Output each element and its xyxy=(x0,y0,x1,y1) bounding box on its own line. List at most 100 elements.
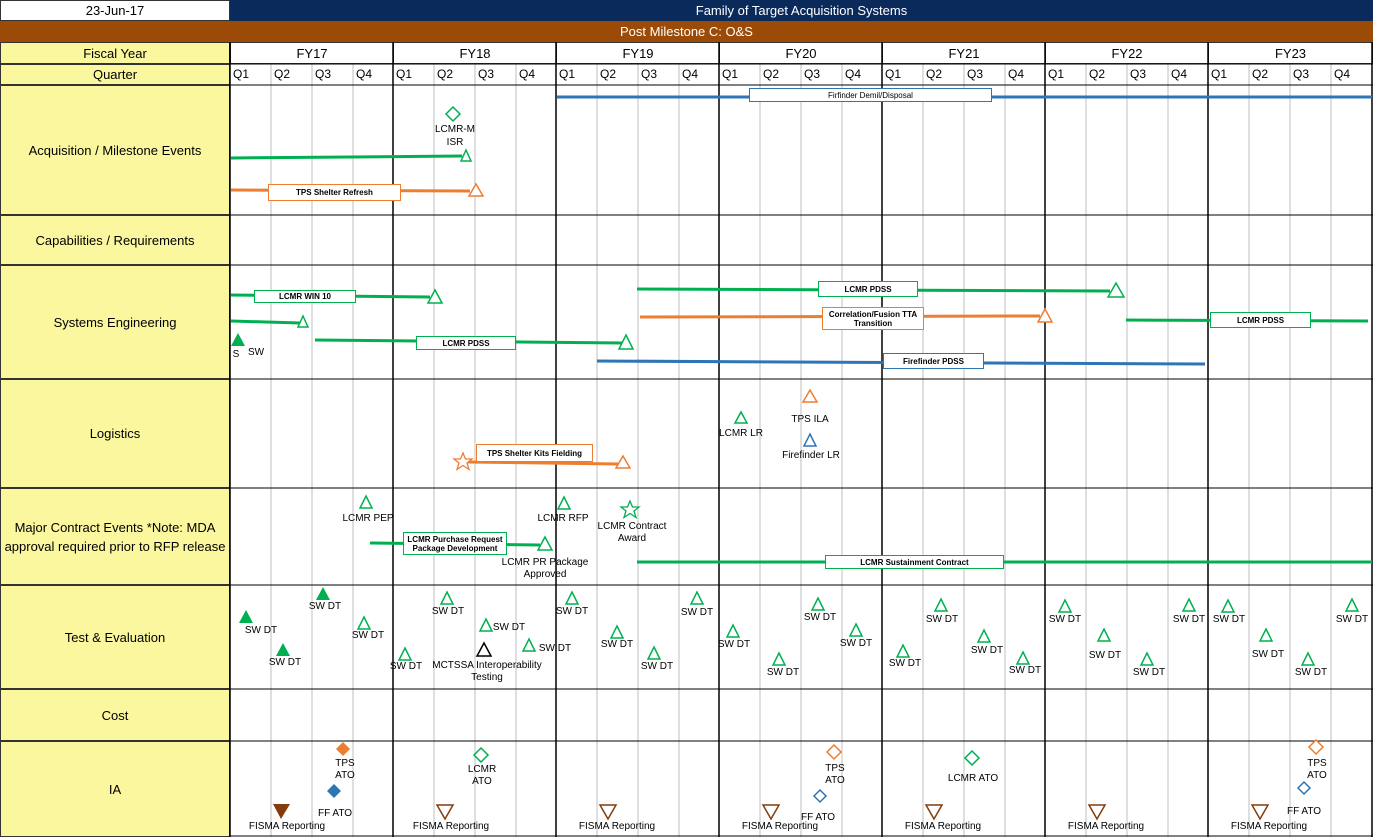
fisma-filled-triangle xyxy=(273,804,290,819)
tps-ato-label: TPS ATO xyxy=(825,763,845,786)
quarter-cell: Q2 xyxy=(600,67,617,81)
sw-dt-label: SW DT xyxy=(803,612,837,623)
sw-dt-triangle xyxy=(397,646,413,661)
lcmr-contract-award-label: LCMR Contract Award xyxy=(597,521,667,544)
quarter-cell: Q2 xyxy=(926,67,943,81)
isr-triangle xyxy=(459,148,473,162)
lcmr-pdss-label: LCMR PDSS xyxy=(416,336,516,350)
quarter-cell: Q3 xyxy=(1130,67,1147,81)
fy-header-fy20: FY20 xyxy=(719,42,882,64)
fisma-triangle xyxy=(435,804,455,821)
quarter-cell: Q1 xyxy=(1211,67,1228,81)
quarter-cell: Q1 xyxy=(1048,67,1065,81)
sw-label: SW xyxy=(247,347,265,358)
sw-dt-label: SW DT xyxy=(1294,667,1328,678)
sw-dt-label: SW DT xyxy=(1251,649,1285,660)
firefinder-lr-triangle xyxy=(802,432,818,447)
sw-dt-triangle xyxy=(609,624,625,639)
lcmr-ato-label: LCMR ATO xyxy=(947,773,999,784)
page-subtitle: Post Milestone C: O&S xyxy=(0,21,1373,42)
sw-dt-triangle xyxy=(564,590,580,605)
fisma-reporting-label: FISMA Reporting xyxy=(248,821,326,832)
ff-ato-diamond xyxy=(327,784,341,798)
firefinder-pdss-label: Firefinder PDSS xyxy=(883,353,984,369)
fisma-reporting-label: FISMA Reporting xyxy=(578,821,656,832)
lcmr-ato-diamond xyxy=(472,746,490,764)
quarter-cell: Q1 xyxy=(722,67,739,81)
sw-dt-triangle xyxy=(976,628,992,643)
sw-dt-triangle xyxy=(689,590,705,605)
row-label-capabilities: Capabilities / Requirements xyxy=(0,215,230,265)
quarter-cell: Q4 xyxy=(1334,67,1351,81)
sw-dt-label: SW DT xyxy=(717,639,751,650)
sw-dt-label: SW DT xyxy=(492,622,526,633)
fisma-reporting-label: FISMA Reporting xyxy=(904,821,982,832)
quarter-cell: Q1 xyxy=(885,67,902,81)
row-label-systems-engineering: Systems Engineering xyxy=(0,265,230,379)
quarter-cell: Q4 xyxy=(1008,67,1025,81)
quarter-cell: Q2 xyxy=(437,67,454,81)
sw-dt-label: SW DT xyxy=(1008,665,1042,676)
sw-dt-triangle xyxy=(810,596,826,611)
tps-ila-label: TPS ILA xyxy=(791,414,829,425)
lcmr-pdss-triangle-a xyxy=(617,333,635,350)
correlation-fusion-tta-label: Correlation/Fusion TTA Transition xyxy=(822,307,924,330)
sw-dt-label: SW DT xyxy=(766,667,800,678)
sw-bar xyxy=(230,319,301,325)
sw-dt-label: SW DT xyxy=(640,661,674,672)
lcmr-pdss-label: LCMR PDSS xyxy=(1210,312,1311,328)
lcmr-pr-approved-label: LCMR PR Package Approved xyxy=(501,557,589,580)
sw-triangle xyxy=(296,314,310,328)
fisma-triangle xyxy=(598,804,618,821)
lcmr-ato-label: LCMR ATO xyxy=(467,764,497,787)
lcmr-lr-triangle xyxy=(733,410,749,424)
fisma-reporting-label: FISMA Reporting xyxy=(412,821,490,832)
sw-dt-triangle xyxy=(439,590,455,605)
tps-refresh-triangle xyxy=(467,182,485,197)
quarter-cell: Q3 xyxy=(1293,67,1310,81)
isr-label: ISR xyxy=(446,137,464,148)
sw-dt-label: SW DT xyxy=(351,630,385,641)
lcmr-win10-triangle xyxy=(426,288,444,304)
sw-dt-label: SW DT xyxy=(555,606,589,617)
ff-ato-label: FF ATO xyxy=(317,808,353,819)
sw-dt-filled-triangle xyxy=(316,587,330,600)
lcmr-win10-label: LCMR WIN 10 xyxy=(254,290,356,303)
sw-dt-label: SW DT xyxy=(1132,667,1166,678)
sw-dt-triangle xyxy=(771,651,787,666)
quarter-header: Quarter xyxy=(0,64,230,85)
lcmr-pdss-label: LCMR PDSS xyxy=(818,281,918,297)
tps-ato-diamond xyxy=(336,742,350,756)
fisma-triangle xyxy=(924,804,944,821)
lcmr-m-isr-diamond xyxy=(444,105,462,123)
sw-dt-label: SW DT xyxy=(244,625,278,636)
sw-dt-filled-triangle xyxy=(276,643,290,656)
lcmr-pr-approved-triangle xyxy=(536,535,554,551)
sw-dt-triangle xyxy=(646,645,662,660)
quarter-cell: Q3 xyxy=(967,67,984,81)
lcmr-contract-award-star xyxy=(619,499,641,520)
s-filled-triangle xyxy=(231,333,245,346)
sw-dt-triangle xyxy=(933,597,949,612)
row-label-logistics: Logistics xyxy=(0,379,230,488)
tps-ato-label: TPS ATO xyxy=(335,758,355,781)
sw-dt-triangle xyxy=(1181,597,1197,612)
tps-shelter-kits-label: TPS Shelter Kits Fielding xyxy=(476,444,593,462)
quarter-cell: Q2 xyxy=(1089,67,1106,81)
sw-dt-label: SW DT xyxy=(268,657,302,668)
sw-dt-label: SW DT xyxy=(839,638,873,649)
sw-dt-label: SW DT xyxy=(888,658,922,669)
tps-kits-triangle xyxy=(614,454,632,469)
sw-dt-triangle xyxy=(895,643,911,658)
quarter-cell: Q2 xyxy=(1252,67,1269,81)
tps-ato-diamond xyxy=(825,743,843,761)
quarter-cell: Q2 xyxy=(274,67,291,81)
quarter-cell: Q1 xyxy=(233,67,250,81)
fisma-triangle xyxy=(1087,804,1107,821)
lcmr-pep-label: LCMR PEP xyxy=(342,513,394,524)
lcmr-rfp-triangle xyxy=(556,495,572,510)
lcmr-pep-triangle xyxy=(358,494,374,509)
sw-dt-triangle xyxy=(1139,651,1155,666)
sw-dt-filled-triangle xyxy=(239,610,253,623)
quarter-cell: Q1 xyxy=(559,67,576,81)
